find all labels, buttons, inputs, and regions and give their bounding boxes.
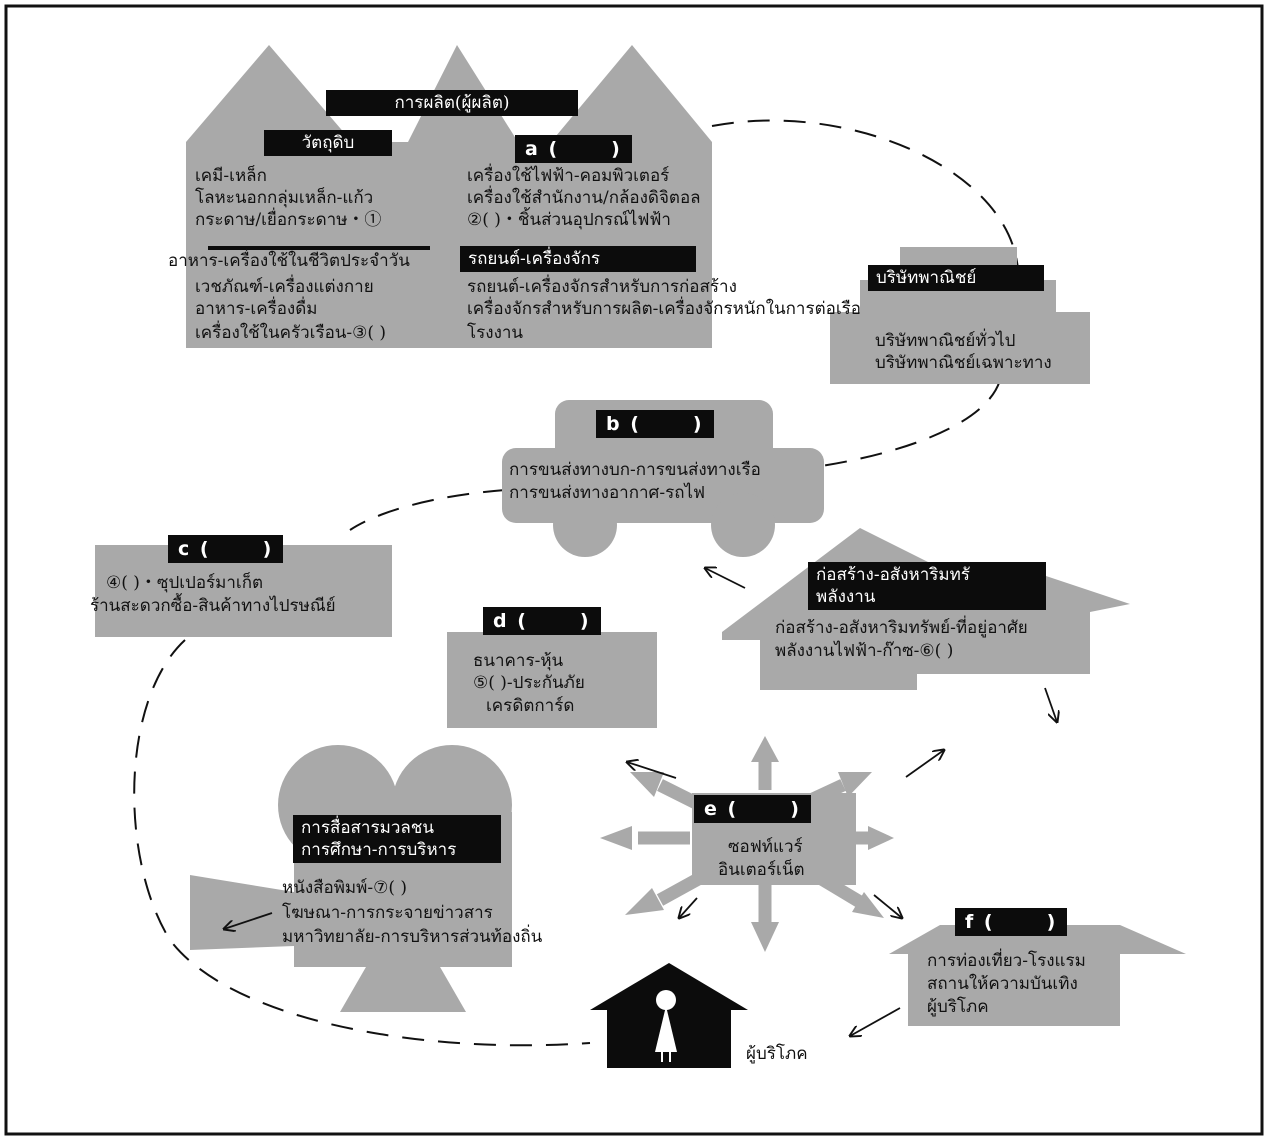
construction-header-line-1: ก่อสร้าง-อสังหาริมทรั bbox=[816, 565, 970, 585]
tag-d-close: ) bbox=[579, 610, 591, 632]
construction-header: ก่อสร้าง-อสังหาริมทรั พลังงาน bbox=[808, 562, 1046, 610]
vehicles-header: รถยนต์-เครื่องจักร bbox=[460, 246, 696, 272]
tag-e-letter: e bbox=[704, 798, 719, 820]
d-line-2: ⑤( )-ประกันภัย bbox=[473, 673, 585, 693]
tag-e: e () bbox=[694, 795, 811, 823]
consumer-label: ผู้บริโภค bbox=[746, 1044, 808, 1064]
materials-line-3: กระดาษ/เยื่อกระดาษ・① bbox=[195, 210, 382, 230]
frame-border bbox=[4, 4, 1264, 1136]
materials-line-2: โลหะนอกกลุ่มเหล็ก-แก้ว bbox=[195, 188, 374, 208]
tag-f-letter: f bbox=[965, 911, 976, 933]
f-line-2: สถานให้ความบันเทิง bbox=[927, 974, 1078, 994]
construction-line-2: พลังงานไฟฟ้า-ก๊าซ-⑥( ) bbox=[775, 641, 954, 661]
b-line-2: การขนส่งทางอากาศ-รถไฟ bbox=[509, 483, 706, 503]
tag-a-open: ( bbox=[548, 138, 560, 160]
f-line-1: การท่องเที่ยว-โรงแรม bbox=[927, 951, 1086, 971]
tag-e-close: ) bbox=[790, 798, 801, 820]
daily-line-3: เครื่องใช้ในครัวเรือน-③( ) bbox=[195, 323, 387, 343]
tag-e-open: ( bbox=[727, 798, 739, 820]
d-line-3: เครดิตการ์ด bbox=[486, 696, 575, 716]
e-line-1: ซอฟท์แวร์ bbox=[728, 837, 803, 857]
cycle-loop bbox=[133, 119, 1019, 1047]
daily-header-text: อาหาร-เครื่องใช้ในชีวิตประจำวัน bbox=[168, 251, 410, 271]
construction-header-line-2: พลังงาน bbox=[816, 587, 876, 607]
trading-header: บริษัทพาณิชย์ bbox=[868, 265, 1044, 291]
vehicles-line-3: โรงงาน bbox=[467, 323, 524, 343]
d-line-1: ธนาคาร-หุ้น bbox=[473, 651, 564, 671]
tag-d-open: ( bbox=[517, 610, 528, 632]
media-header-line-1: การสื่อสารมวลชน bbox=[301, 818, 434, 838]
vehicles-line-2: เครื่องจักรสำหรับการผลิต-เครื่องจักรหนัก… bbox=[467, 299, 862, 319]
tag-b-open: ( bbox=[630, 413, 641, 435]
media-line-2: โฆษณา-การกระจายข่าวสาร bbox=[282, 903, 493, 923]
person-head-icon bbox=[656, 990, 676, 1010]
tag-b-close: ) bbox=[692, 413, 704, 435]
tag-c-close: ) bbox=[262, 538, 274, 560]
materials-header: วัตถุดิบ bbox=[264, 130, 392, 156]
tag-a: a () bbox=[515, 135, 632, 163]
tag-f-open: ( bbox=[983, 911, 995, 933]
e-line-2: อินเตอร์เน็ต bbox=[718, 860, 805, 880]
materials-line-1: เคมี-เหล็ก bbox=[195, 166, 267, 186]
tag-c-letter: c bbox=[178, 538, 192, 560]
finance-block-icon bbox=[447, 632, 657, 728]
a-line-3: ②( )・ชิ้นส่วนอุปกรณ์ไฟฟ้า bbox=[467, 210, 671, 230]
tag-b-letter: b bbox=[606, 413, 622, 435]
b-line-1: การขนส่งทางบก-การขนส่งทางเรือ bbox=[509, 460, 761, 480]
c-line-2: ร้านสะดวกซื้อ-สินค้าทางไปรษณีย์ bbox=[90, 596, 336, 616]
tag-a-close: ) bbox=[611, 138, 622, 160]
trading-line-2: บริษัทพาณิชย์เฉพาะทาง bbox=[875, 353, 1052, 373]
trading-line-1: บริษัทพาณิชย์ทั่วไป bbox=[875, 331, 1016, 351]
tag-f-close: ) bbox=[1046, 911, 1058, 933]
daily-header-bg bbox=[208, 246, 430, 250]
tag-c-open: ( bbox=[199, 538, 211, 560]
daily-line-2: อาหาร-เครื่องดื่ม bbox=[195, 299, 318, 319]
media-line-3: มหาวิทยาลัย-การบริหารส่วนท้องถิ่น bbox=[282, 927, 543, 947]
tag-b: b () bbox=[596, 410, 714, 438]
media-header: การสื่อสารมวลชน การศึกษา-การบริหาร bbox=[293, 815, 501, 863]
a-line-1: เครื่องใช้ไฟฟ้า-คอมพิวเตอร์ bbox=[467, 166, 670, 186]
tag-a-letter: a bbox=[525, 138, 540, 160]
media-header-line-2: การศึกษา-การบริหาร bbox=[301, 840, 457, 860]
construction-line-1: ก่อสร้าง-อสังหาริมทรัพย์-ที่อยู่อาศัย bbox=[775, 618, 1028, 638]
trading-block-icon bbox=[830, 247, 1090, 384]
tag-d-letter: d bbox=[493, 610, 509, 632]
house-icon bbox=[186, 45, 712, 348]
flow-arrows bbox=[224, 568, 1057, 1036]
c-line-1: ④( )・ซุปเปอร์มาเก็ต bbox=[106, 573, 264, 593]
a-line-2: เครื่องใช้สำนักงาน/กล้องดิจิตอล bbox=[467, 188, 701, 208]
daily-line-1: เวชภัณฑ์-เครื่องแต่งกาย bbox=[195, 277, 374, 297]
production-title: การผลิต(ผู้ผลิต) bbox=[326, 90, 578, 116]
tag-c: c () bbox=[168, 535, 284, 563]
daily-header: อาหาร-เครื่องใช้ในชีวิตประจำวัน bbox=[168, 250, 410, 272]
vehicles-line-1: รถยนต์-เครื่องจักรสำหรับการก่อสร้าง bbox=[467, 277, 737, 297]
f-line-3: ผู้บริโภค bbox=[927, 997, 989, 1017]
tag-d: d () bbox=[483, 607, 601, 635]
tag-f: f () bbox=[955, 908, 1068, 936]
media-line-1: หนังสือพิมพ์-⑦( ) bbox=[282, 878, 407, 898]
consumer-house-icon bbox=[590, 963, 748, 1068]
